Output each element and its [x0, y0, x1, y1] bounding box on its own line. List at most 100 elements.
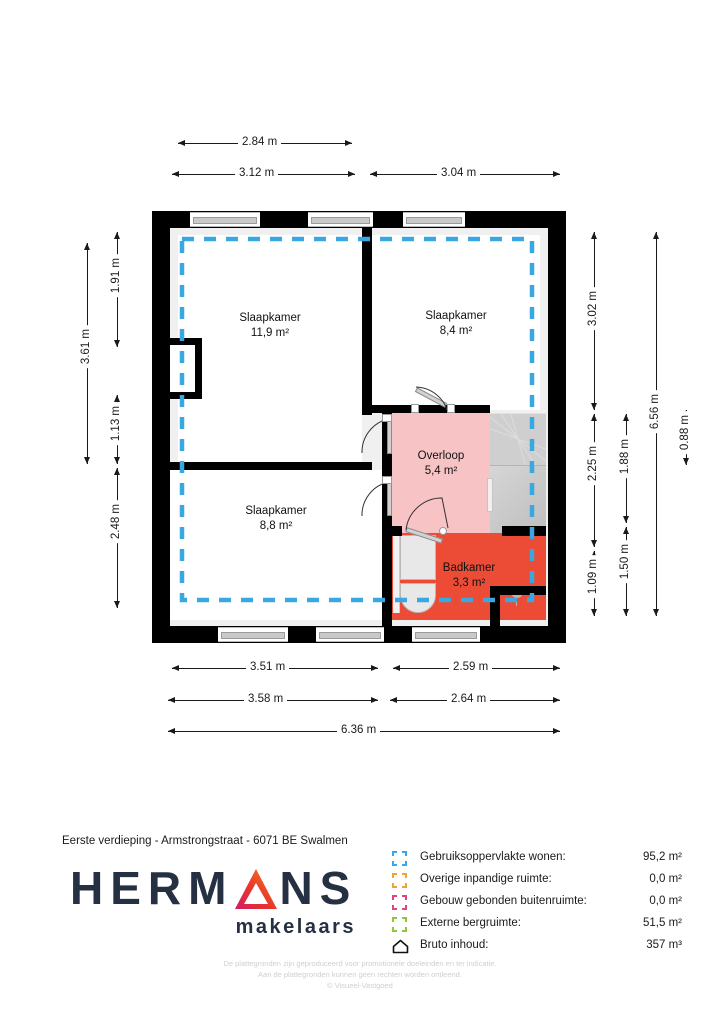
window-top-2 — [308, 212, 373, 227]
door-arc-badkamer — [405, 497, 449, 531]
bracket-icon — [392, 895, 407, 910]
room-slaapkamer-11-9: Slaapkamer 11,9 m² — [178, 235, 362, 462]
window-bottom-2 — [316, 627, 384, 642]
legend-value: 357 m³ — [646, 939, 682, 951]
dimension-arrow — [652, 609, 659, 616]
dimension-arrow — [622, 609, 629, 616]
legend-label: Gebouw gebonden buitenruimte: — [420, 895, 587, 907]
interior-wall-bathroom-jog — [490, 594, 500, 626]
dimension-label-bottom-3-58: 3.58 m — [244, 693, 288, 705]
brand-wordmark-part2: NS — [279, 862, 358, 914]
door-hinge — [411, 404, 419, 413]
legend-row-overige-inpandige: Overige inpandige ruimte: 0,0 m² — [392, 870, 682, 892]
door-arc-slaapkamer-8-8 — [361, 481, 389, 517]
brand-wordmark: HERM NS — [70, 862, 360, 914]
legend-label: Bruto inhoud: — [420, 939, 489, 951]
dimension-label-right-0-88: 0.88 m — [679, 411, 691, 455]
door-hinge — [382, 476, 392, 484]
stair-winder-lines — [490, 413, 546, 465]
dimension-arrow — [553, 696, 560, 703]
stair-handrail — [487, 478, 493, 512]
dimension-arrow — [622, 527, 629, 534]
dimension-arrow — [172, 170, 179, 177]
dimension-arrow — [371, 664, 378, 671]
interior-wall-vertical-center — [362, 228, 372, 415]
dimension-label-right-1-09: 1.09 m — [587, 555, 599, 599]
dimension-arrow — [590, 540, 597, 547]
window-bottom-3 — [412, 627, 480, 642]
dimension-label-left-3-61: 3.61 m — [80, 325, 92, 369]
interior-wall-horizontal-left — [170, 462, 372, 470]
room-name: Slaapkamer — [245, 505, 307, 517]
legend-row-gebruiksoppervlakte: Gebruiksoppervlakte wonen: 95,2 m² — [392, 848, 682, 870]
dimension-arrow — [113, 601, 120, 608]
disclaimer-line-3: © Visueel-Vastgoed — [327, 981, 393, 990]
dimension-label-right-2-25: 2.25 m — [587, 442, 599, 486]
interior-wall-bathroom-step — [490, 586, 546, 595]
dimension-arrow — [590, 551, 597, 558]
door-jamb — [447, 404, 455, 413]
dimension-arrow — [370, 170, 377, 177]
house-icon — [392, 939, 409, 954]
door-hinge — [382, 414, 392, 422]
legend-row-bruto-inhoud: Bruto inhoud: 357 m³ — [392, 936, 682, 958]
dimension-arrow — [652, 232, 659, 239]
dimension-label-right-3-02: 3.02 m — [587, 287, 599, 331]
dimension-arrow — [682, 458, 689, 465]
dimension-label-top-3-12: 3.12 m — [235, 167, 279, 179]
alcove-wall-side — [195, 338, 202, 399]
plan-title: Eerste verdieping - Armstrongstraat - 60… — [62, 835, 348, 847]
legend-value: 51,5 m² — [643, 917, 682, 929]
dimension-label-right-1-50: 1.50 m — [619, 540, 631, 584]
room-name: Slaapkamer — [425, 310, 487, 322]
dimension-label-left-1-13: 1.13 m — [110, 402, 122, 446]
dimension-arrow — [622, 516, 629, 523]
dimension-arrow — [348, 170, 355, 177]
bracket-icon — [392, 873, 407, 888]
disclaimer: De plattegronden zijn geproduceerd voor … — [0, 958, 720, 991]
interior-wall-bathroom-top — [502, 526, 546, 536]
bracket-icon — [392, 851, 407, 866]
disclaimer-line-1: De plattegronden zijn geproduceerd voor … — [223, 959, 497, 968]
room-area: 11,9 m² — [250, 327, 290, 339]
window-top-3 — [403, 212, 465, 227]
legend-value: 0,0 m² — [649, 895, 682, 907]
dimension-arrow — [113, 395, 120, 402]
dimension-arrow — [178, 139, 185, 146]
alcove-interior — [170, 345, 195, 392]
dimension-arrow — [172, 664, 179, 671]
dimension-arrow — [168, 727, 175, 734]
legend-label: Overige inpandige ruimte: — [420, 873, 552, 885]
legend-value: 0,0 m² — [649, 873, 682, 885]
dimension-label-right-6-56: 6.56 m — [649, 390, 661, 434]
dimension-arrow — [590, 232, 597, 239]
legend-row-externe-bergruimte: Externe bergruimte: 51,5 m² — [392, 914, 682, 936]
brand-logo: HERM NS makelaars — [70, 862, 360, 939]
legend-value: 95,2 m² — [643, 851, 682, 863]
dimension-arrow — [390, 696, 397, 703]
dimension-arrow — [113, 232, 120, 239]
window-top-1 — [190, 212, 260, 227]
door-hinge — [439, 527, 447, 535]
dimension-label-bottom-6-36: 6.36 m — [337, 724, 381, 736]
brand-wordmark-part1: HERM — [70, 862, 234, 914]
bracket-icon — [392, 917, 407, 932]
dimension-arrow — [83, 457, 90, 464]
room-slaapkamer-8-8: Slaapkamer 8,8 m² — [170, 470, 382, 620]
dimension-arrow — [113, 457, 120, 464]
footer: Eerste verdieping - Armstrongstraat - 60… — [0, 800, 720, 1018]
brand-triangle-icon — [233, 864, 279, 910]
room-name: Slaapkamer — [239, 312, 301, 324]
dimension-label-top-2-84: 2.84 m — [238, 136, 282, 148]
dimension-arrow — [553, 170, 560, 177]
dimension-arrow — [393, 664, 400, 671]
staircase — [490, 413, 546, 533]
dimension-arrow — [590, 609, 597, 616]
room-name: Overloop — [417, 450, 465, 462]
dimension-arrow — [590, 403, 597, 410]
legend-label: Gebruiksoppervlakte wonen: — [420, 851, 566, 863]
dimension-label-right-1-88: 1.88 m — [619, 435, 631, 479]
dimension-label-bottom-2-64: 2.64 m — [447, 693, 491, 705]
dimension-arrow — [553, 664, 560, 671]
dimension-label-left-2-48: 2.48 m — [110, 500, 122, 544]
